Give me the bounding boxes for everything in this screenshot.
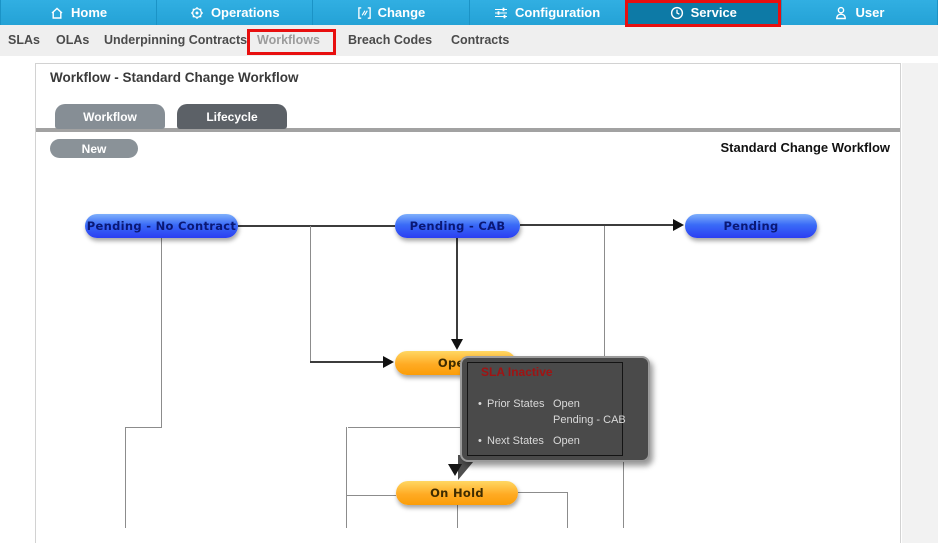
tab-workflow[interactable]: Workflow: [55, 104, 165, 129]
submenu-item-workflows[interactable]: Workflows: [257, 33, 320, 47]
node-pending-cab[interactable]: Pending - CAB: [395, 214, 520, 238]
connector-line: [567, 492, 568, 528]
submenu-item-olas[interactable]: OLAs: [56, 33, 90, 47]
operations-icon: [190, 6, 204, 20]
nav-label: Operations: [210, 5, 280, 20]
page-background-strip: [902, 63, 938, 543]
nav-item-home[interactable]: Home: [0, 0, 158, 25]
nav-label: Change: [377, 5, 426, 20]
connector-line: [161, 238, 162, 428]
tooltip-bullet: •: [478, 435, 482, 447]
service-icon: [670, 6, 684, 20]
submenu-item-breach-codes[interactable]: Breach Codes: [348, 33, 433, 47]
connector-line: [348, 427, 460, 428]
submenu-item-underpinning-contracts[interactable]: Underpinning Contracts: [104, 33, 248, 47]
tab-lifecycle[interactable]: Lifecycle: [177, 104, 287, 129]
arrowhead-into-pending: [673, 219, 684, 231]
page-title: Workflow - Standard Change Workflow: [50, 70, 299, 85]
tab-divider-bar: [36, 128, 900, 132]
connector-arrow-pcab-pending: [520, 224, 674, 226]
nav-item-operations[interactable]: Operations: [157, 0, 314, 25]
home-icon: [50, 6, 64, 20]
connector-line: [623, 462, 624, 528]
nav-label: User: [855, 5, 885, 20]
service-submenu: [0, 25, 938, 56]
connector-line: [604, 226, 605, 356]
node-pending-no-contract[interactable]: Pending - No Contract: [85, 214, 238, 238]
tooltip-row-label: Next States: [487, 435, 544, 447]
tooltip-row-value: Open: [553, 435, 580, 447]
new-button[interactable]: New: [50, 139, 138, 158]
arrowhead-into-open-top: [451, 339, 463, 350]
user-icon: [834, 6, 848, 20]
sla-tooltip: SLA Inactive • Prior States Open Pending…: [460, 356, 650, 462]
configuration-icon: [494, 6, 508, 20]
nav-label: Configuration: [514, 5, 601, 20]
tooltip-bullet: •: [478, 398, 482, 410]
connector-line: [518, 492, 567, 493]
workflow-name-label: Standard Change Workflow: [720, 140, 891, 155]
nav-item-change[interactable]: Change: [313, 0, 470, 25]
tooltip-row-label: Prior States: [487, 398, 545, 410]
connector-line: [125, 427, 162, 428]
node-on-hold[interactable]: On Hold: [396, 481, 518, 505]
connector-line: [310, 226, 311, 362]
nav-label: Home: [71, 5, 108, 20]
tooltip-title: SLA Inactive: [481, 365, 553, 379]
connector-line: [125, 427, 126, 528]
top-navigation: Home Operations Change Configuration Ser…: [0, 0, 938, 25]
connector-line: [346, 427, 347, 528]
connector-line: [346, 495, 396, 496]
nav-item-user[interactable]: User: [782, 0, 938, 25]
nav-item-service[interactable]: Service: [625, 0, 782, 25]
change-icon: [357, 6, 371, 20]
tooltip-row-value: Pending - CAB: [553, 414, 626, 426]
connector-line: [457, 505, 458, 528]
node-pending[interactable]: Pending: [685, 214, 817, 238]
submenu-item-contracts[interactable]: Contracts: [451, 33, 510, 47]
connector-arrow-pcab-open: [456, 238, 458, 340]
connector-line: [238, 225, 395, 227]
tooltip-inner-frame: [467, 362, 623, 456]
connector-line: [310, 361, 383, 363]
arrowhead-into-open: [383, 356, 394, 368]
submenu-item-slas[interactable]: SLAs: [8, 33, 40, 47]
nav-item-configuration[interactable]: Configuration: [470, 0, 626, 25]
tooltip-row-value: Open: [553, 398, 580, 410]
nav-label: Service: [690, 5, 737, 20]
arrowhead-into-onhold: [448, 464, 462, 476]
